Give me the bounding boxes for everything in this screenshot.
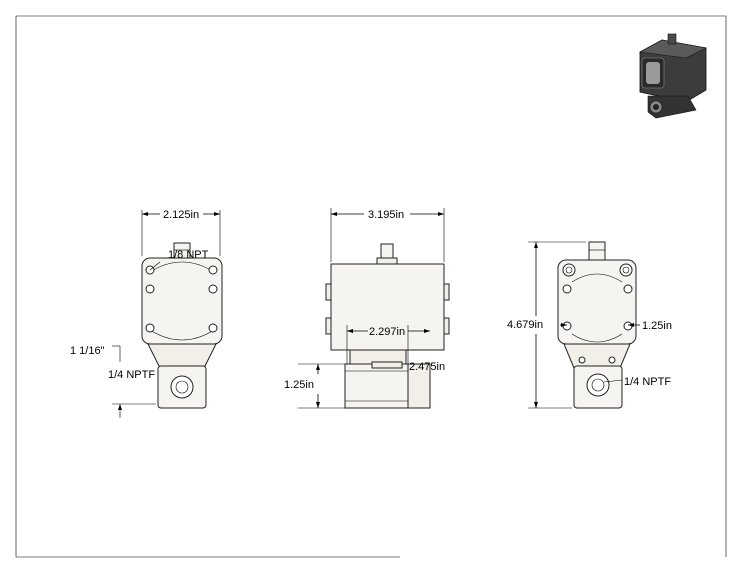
side-body-height-label: 1.25in: [284, 379, 314, 391]
rear-height-label: 4.679in: [507, 319, 543, 331]
front-view: [112, 210, 223, 418]
rear-view: [528, 241, 640, 409]
side-inner-label: 2.297in: [369, 326, 405, 338]
sheet-border: [15, 15, 727, 558]
isometric-preview-icon: [639, 33, 707, 119]
front-width-label: 2.125in: [163, 209, 199, 221]
side-width-label: 3.195in: [368, 209, 404, 221]
offset-label: 1 1/16": [70, 345, 105, 357]
port-left-label: 1/4 NPTF: [108, 369, 155, 381]
side-depth-label: 2.475in: [409, 361, 445, 373]
side-view: [298, 208, 450, 409]
port-right-label: 1/4 NPTF: [624, 376, 671, 388]
rear-side-label: 1.25in: [642, 320, 672, 332]
port-top-label: 1/8 NPT: [168, 249, 209, 261]
